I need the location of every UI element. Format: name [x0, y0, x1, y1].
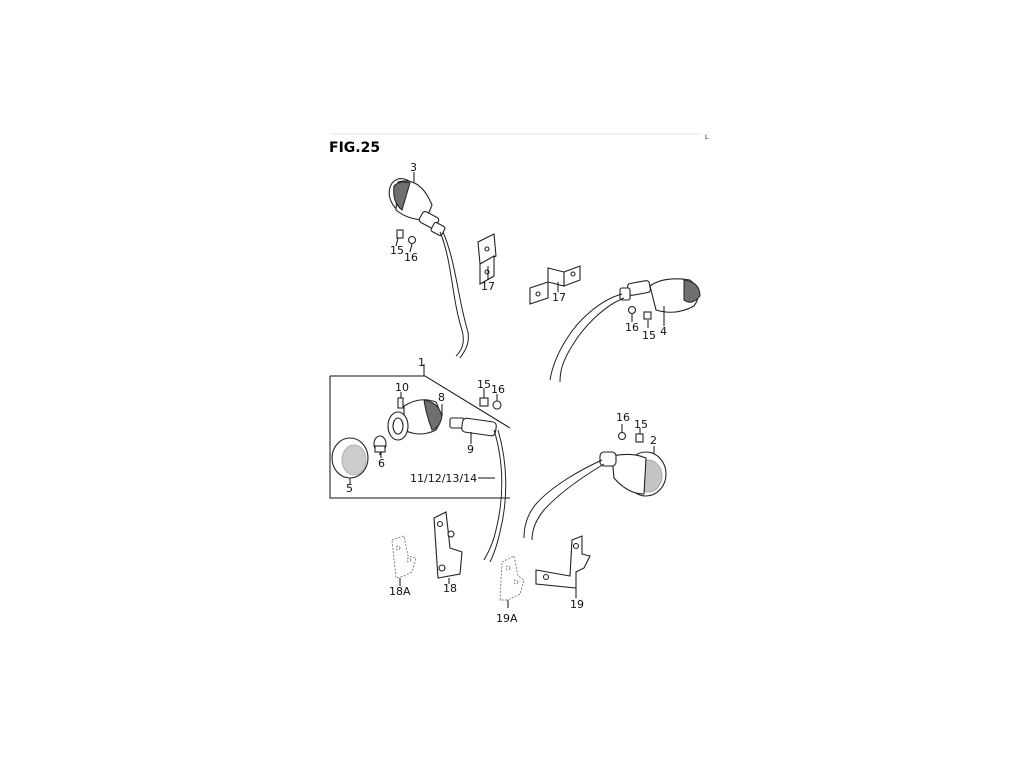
wire-11-14-a	[483, 429, 503, 561]
callout-16c: 16	[491, 383, 505, 396]
screw-15-c	[479, 397, 489, 407]
wire-2a	[523, 459, 603, 539]
wire-3b	[442, 231, 469, 359]
bracket-18a-hole2	[406, 557, 412, 563]
mount-4	[619, 287, 631, 301]
bracket-19-hole1	[572, 542, 580, 550]
turn-signal-2	[523, 451, 667, 541]
socket-7-inner	[392, 417, 404, 435]
bracket-19	[535, 535, 591, 589]
bulb-6-base	[374, 445, 386, 453]
mount-3	[430, 221, 446, 237]
housing-2	[611, 453, 647, 495]
callout-1: 1	[418, 356, 425, 369]
callout-10: 10	[395, 381, 409, 394]
callout-19a: 19A	[496, 612, 518, 625]
washer-16-b	[627, 305, 637, 315]
lens-shade-4	[683, 279, 701, 303]
callout-16a: 16	[404, 251, 418, 264]
wire-4a	[549, 293, 623, 381]
lens-shade-3	[393, 181, 411, 211]
figure-title: FIG.25	[329, 140, 380, 156]
bracket-19a-hole	[505, 565, 511, 571]
bracket-18	[433, 511, 463, 579]
bracket-18-hole1	[436, 520, 444, 528]
wire-3a	[439, 231, 464, 357]
screw-10	[397, 397, 404, 409]
callout-17b: 17	[552, 291, 566, 304]
callout-15a: 15	[390, 244, 404, 257]
callout-16d: 16	[616, 411, 630, 424]
screw-15-a	[396, 229, 404, 239]
bracket-18-hole2	[438, 564, 446, 572]
callout-18: 18	[443, 582, 457, 595]
callout-6: 6	[378, 457, 385, 470]
bracket-17-b-hole1	[535, 291, 541, 297]
washer-16-d	[617, 431, 627, 441]
callout-2: 2	[650, 434, 657, 447]
turn-signal-3	[388, 178, 469, 359]
callout-8: 8	[438, 391, 445, 404]
screw-15-d	[635, 433, 644, 443]
assembly-1-frame	[329, 375, 511, 499]
callout-16b: 16	[625, 321, 639, 334]
corner-mark: L	[705, 134, 709, 141]
callout-3: 3	[410, 161, 417, 174]
turn-signal-4	[549, 278, 701, 383]
bracket-17-b-hole2	[570, 271, 576, 277]
callout-19: 19	[570, 598, 584, 611]
bracket-19a	[499, 555, 525, 601]
screw-15-a-body	[396, 229, 404, 239]
bracket-17-a-hole1	[484, 246, 490, 252]
bracket-19a-hole2	[513, 579, 519, 585]
bracket-18-bolt	[447, 530, 455, 538]
stalk-9	[461, 417, 497, 437]
callout-11-14: 11/12/13/14	[410, 472, 477, 485]
callout-5: 5	[346, 482, 353, 495]
screw-15-b	[643, 311, 652, 320]
washer-16-a	[407, 235, 417, 245]
bracket-17-b-mid	[547, 267, 565, 287]
wire-2b	[531, 463, 605, 541]
stem-4	[627, 280, 651, 296]
bracket-19-hole2	[542, 573, 550, 581]
leader-16a	[409, 243, 413, 253]
callout-4: 4	[660, 325, 667, 338]
callout-15c: 15	[477, 378, 491, 391]
callout-18a: 18A	[389, 585, 411, 598]
callout-15d: 15	[634, 418, 648, 431]
callout-15b: 15	[642, 329, 656, 342]
wire-4b	[559, 297, 625, 383]
lens-5-texture	[341, 444, 367, 476]
callout-17a: 17	[481, 280, 495, 293]
washer-16-c	[492, 400, 502, 410]
stem-2	[599, 451, 617, 467]
bracket-18a-hole	[395, 545, 401, 551]
callout-9: 9	[467, 443, 474, 456]
wire-11-14-b	[489, 429, 507, 563]
leader-15a	[395, 237, 399, 247]
bracket-18a	[391, 535, 417, 579]
housing-8-shade	[423, 399, 443, 431]
